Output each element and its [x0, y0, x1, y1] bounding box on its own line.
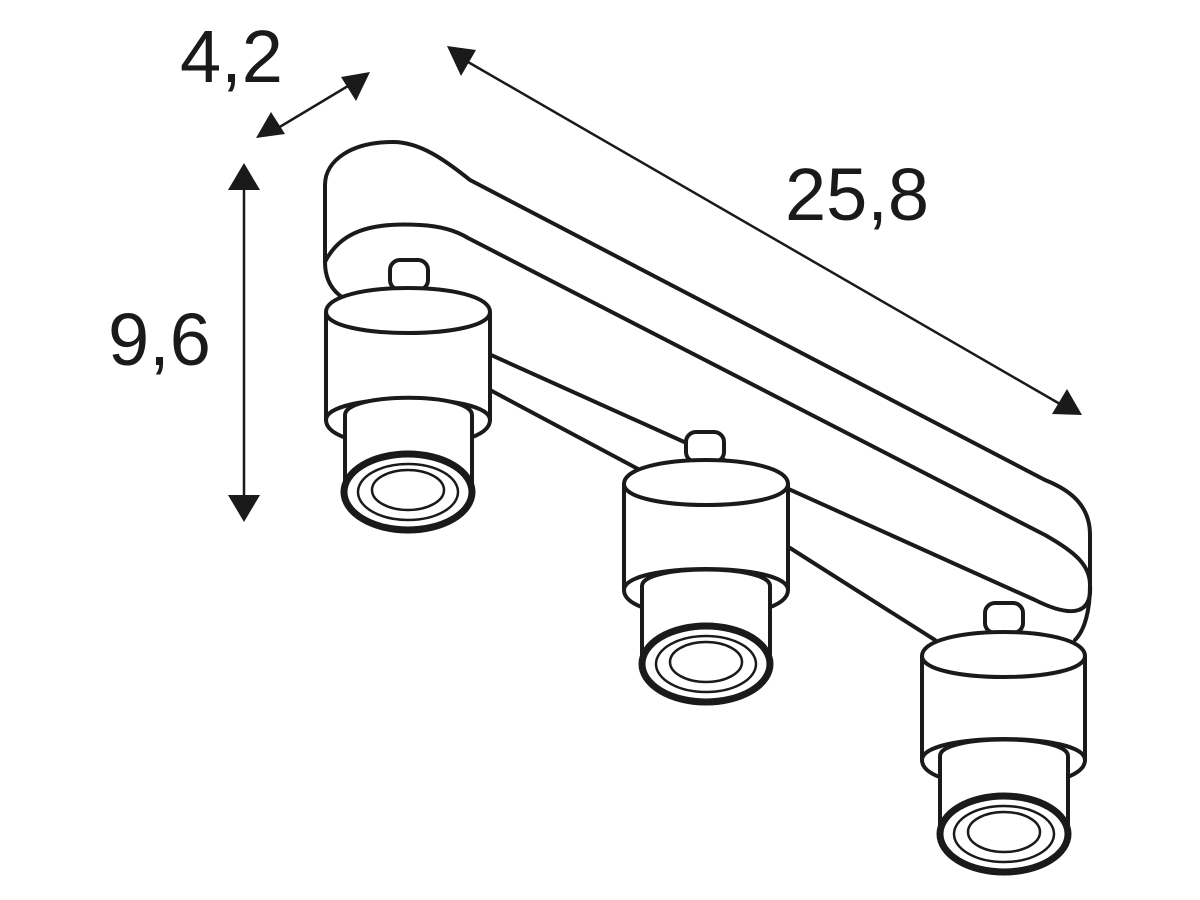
depth-dimension-line	[276, 84, 350, 130]
spotlight-3-lens	[936, 792, 1072, 876]
bar-end-bottom	[1073, 583, 1092, 642]
height-dimension-label: 9,6	[108, 298, 211, 381]
depth-dimension-label: 4,2	[180, 15, 283, 98]
length-arrow-end-icon	[1052, 389, 1082, 415]
depth-arrow-end-icon	[341, 72, 370, 101]
length-dimension-line	[466, 60, 1062, 406]
spotlight-3	[920, 601, 1087, 876]
height-dimension: 9,6	[108, 163, 260, 522]
mounting-bar	[323, 140, 1093, 642]
spotlight-3-stem	[983, 601, 1025, 635]
bar-top-face	[323, 140, 1093, 614]
spotlight-2	[622, 430, 790, 706]
spotlight-2-stem	[684, 430, 726, 464]
height-arrow-top-icon	[228, 163, 260, 190]
length-arrow-start-icon	[447, 46, 476, 76]
length-dimension-label: 25,8	[785, 153, 929, 236]
spotlight-2-lens	[638, 622, 774, 706]
bar-underside-line	[488, 388, 937, 642]
bar-top-edge	[323, 222, 1092, 587]
length-dimension: 25,8	[447, 46, 1082, 415]
spotlight-1-lens	[340, 450, 476, 534]
height-arrow-bottom-icon	[228, 495, 260, 522]
depth-dimension: 4,2	[180, 15, 370, 138]
spotlight-1-stem	[388, 258, 430, 292]
depth-arrow-start-icon	[256, 112, 285, 138]
spotlight-1	[324, 258, 492, 534]
